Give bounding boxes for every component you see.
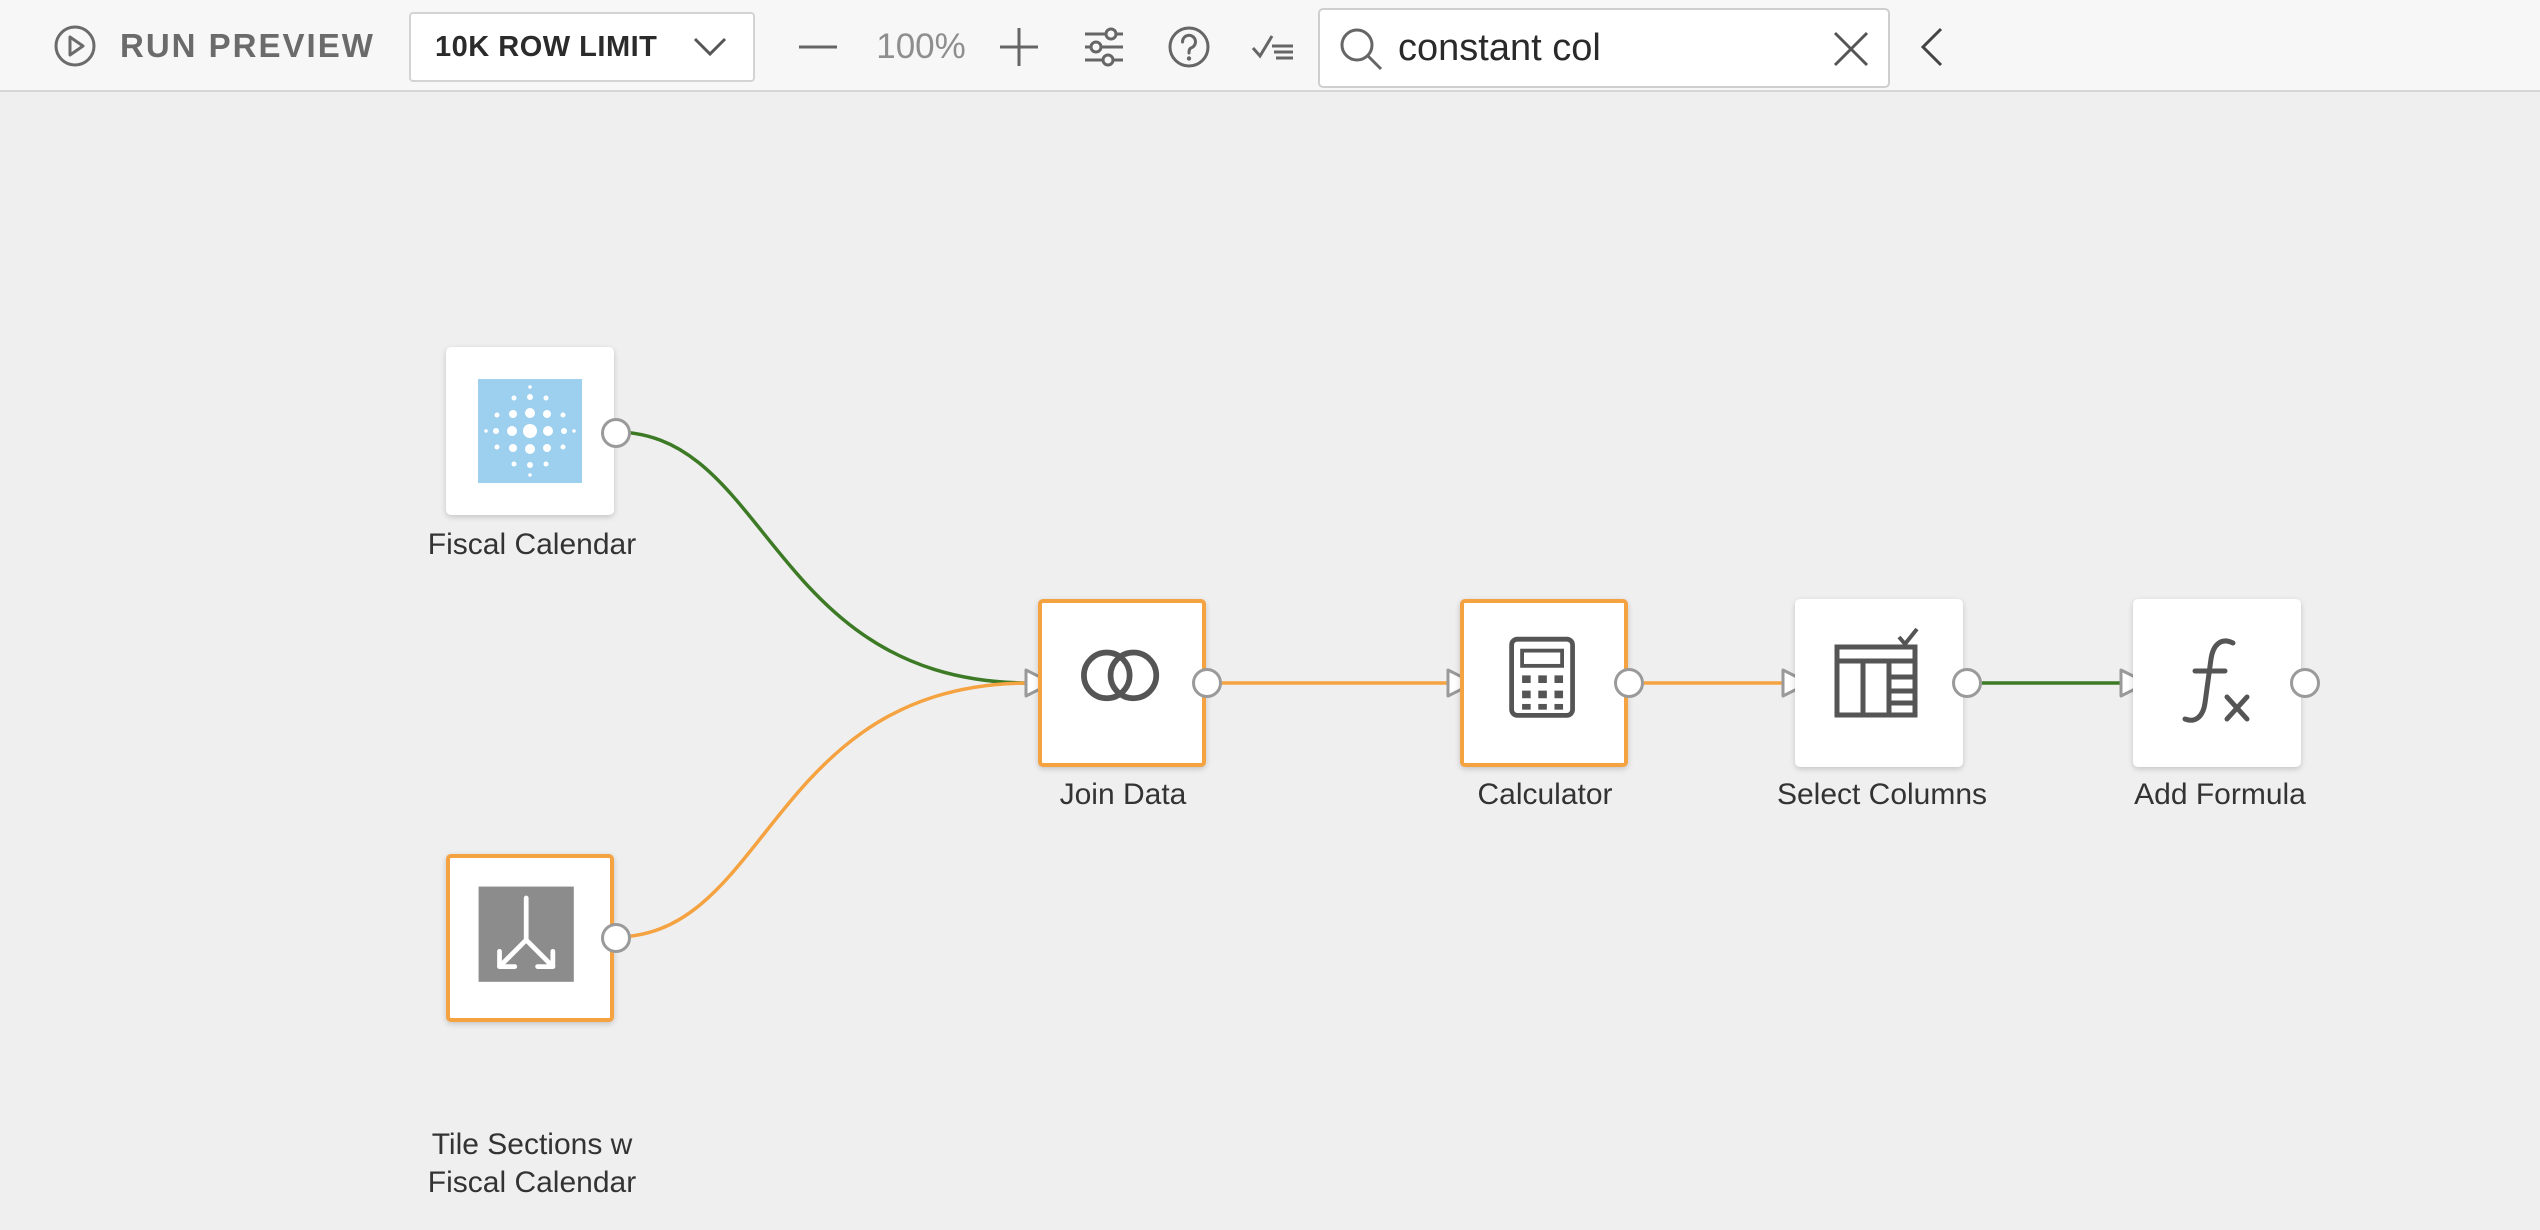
search-box xyxy=(1318,8,1890,88)
output-port-fiscal-calendar[interactable] xyxy=(601,418,631,448)
node-label-tile-sections: Tile Sections w Fiscal Calendar xyxy=(362,1126,702,1202)
split-arrows-icon xyxy=(478,886,574,982)
output-port-join-data[interactable] xyxy=(1192,668,1222,698)
run-preview-label: RUN PREVIEW xyxy=(120,27,375,64)
row-limit-value: 10K ROW LIMIT xyxy=(435,30,658,63)
zoom-level: 100% xyxy=(876,27,966,66)
calculator-icon xyxy=(1509,636,1575,718)
plus-icon xyxy=(1000,28,1038,66)
settings-button[interactable] xyxy=(1075,18,1133,76)
output-port-tile-sections[interactable] xyxy=(601,923,631,953)
node-label-join-data: Join Data xyxy=(1059,778,1187,811)
node-label-select-columns: Select Columns xyxy=(1776,778,1988,811)
select-columns-icon xyxy=(1834,627,1919,718)
node-calculator[interactable] xyxy=(1460,599,1628,767)
row-limit-dropdown[interactable]: 10K ROW LIMIT xyxy=(409,12,755,82)
sliders-icon xyxy=(1085,27,1123,67)
clear-search-button[interactable] xyxy=(1824,22,1878,76)
validate-button[interactable] xyxy=(1244,18,1302,76)
node-add-formula[interactable] xyxy=(2133,599,2301,767)
chevron-left-icon xyxy=(1920,27,1943,67)
link-tile-to-join xyxy=(614,681,1031,939)
dataset-icon xyxy=(478,379,582,483)
node-label-tile-sections-line2: Fiscal Calendar xyxy=(427,1166,637,1199)
search-input[interactable] xyxy=(1398,20,1818,76)
node-label-add-formula: Add Formula xyxy=(2134,778,2306,811)
search-icon xyxy=(1340,28,1383,71)
link-fiscal-to-join xyxy=(614,430,1031,685)
play-circle-icon xyxy=(54,25,96,67)
node-label-calculator: Calculator xyxy=(1477,778,1613,811)
help-button[interactable] xyxy=(1160,18,1218,76)
close-icon xyxy=(1833,31,1869,67)
check-list-icon xyxy=(1251,35,1293,60)
flow-canvas[interactable]: Fiscal Calendar Tile Sections w Fiscal C… xyxy=(0,94,2540,1230)
join-rings-icon xyxy=(1081,649,1160,702)
connection-links xyxy=(614,430,2125,939)
output-port-select-columns[interactable] xyxy=(1952,668,1982,698)
node-fiscal-calendar[interactable] xyxy=(446,347,614,515)
node-label-tile-sections-line1: Tile Sections w xyxy=(431,1128,633,1161)
node-label-fiscal-calendar: Fiscal Calendar xyxy=(427,528,637,561)
zoom-in-button[interactable] xyxy=(990,18,1048,76)
output-port-add-formula[interactable] xyxy=(2290,668,2320,698)
node-tile-sections[interactable] xyxy=(446,854,614,1022)
node-select-columns[interactable] xyxy=(1795,599,1963,767)
chevron-down-icon xyxy=(693,37,727,57)
run-preview-button[interactable]: RUN PREVIEW xyxy=(40,14,387,78)
zoom-out-button[interactable] xyxy=(789,18,847,76)
node-join-data[interactable] xyxy=(1038,599,1206,767)
formula-icon xyxy=(2182,638,2250,723)
help-circle-icon xyxy=(1168,26,1210,68)
toolbar: RUN PREVIEW 10K ROW LIMIT 100% xyxy=(0,0,2540,92)
collapse-panel-button[interactable] xyxy=(1904,18,1962,76)
minus-icon xyxy=(799,45,837,49)
output-port-calculator[interactable] xyxy=(1614,668,1644,698)
